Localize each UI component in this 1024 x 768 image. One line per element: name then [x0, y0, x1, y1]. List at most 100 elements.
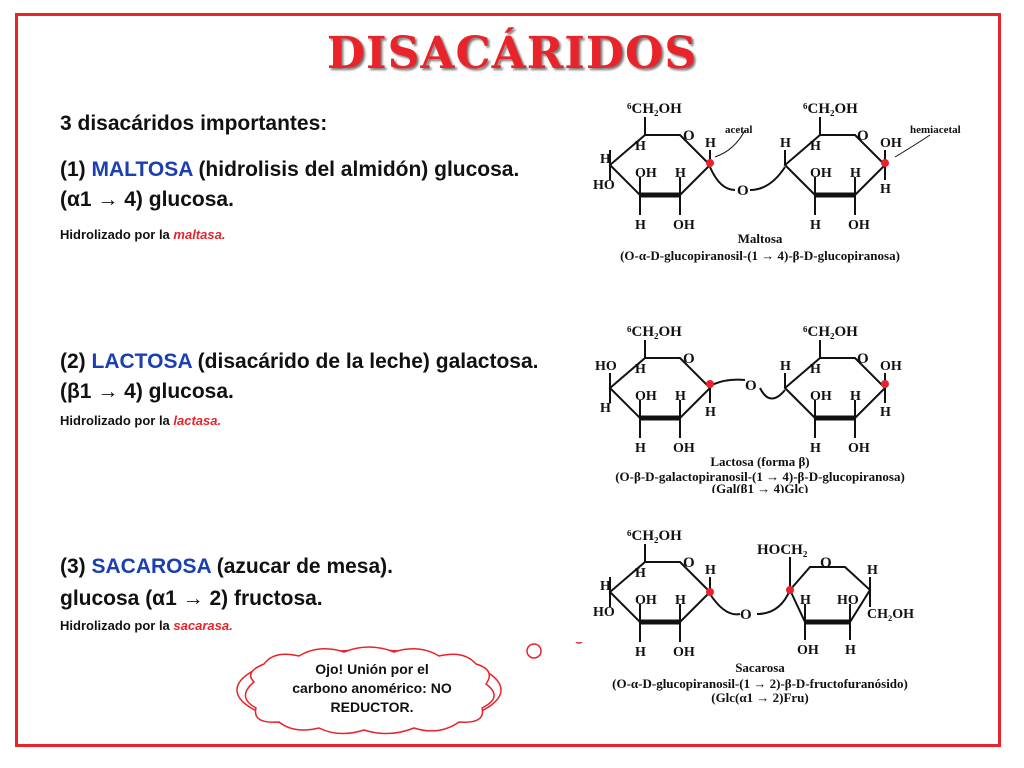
sacarosa-structure: ⁶CH₂OH O O O HOCH₂ H H H HO OH H H OH H …: [593, 528, 914, 705]
svg-text:O: O: [820, 555, 832, 571]
lactosa-enzyme: lactasa.: [173, 413, 222, 428]
svg-text:HO: HO: [593, 605, 615, 620]
svg-text:H: H: [845, 643, 856, 658]
note-line-1: Ojo! Unión por el: [315, 661, 429, 677]
slide-title: DISACÁRIDOS: [326, 28, 698, 79]
slide-frame: [15, 13, 1001, 747]
svg-text:O: O: [745, 378, 757, 394]
maltosa-name: MALTOSA: [91, 158, 193, 181]
svg-text:OH: OH: [673, 441, 695, 456]
sacarosa-desc: (azucar de mesa).: [210, 555, 393, 578]
svg-text:OH: OH: [635, 593, 657, 608]
note-text: Ojo! Unión por el carbono anomérico: NO …: [258, 660, 486, 717]
svg-text:H: H: [705, 405, 716, 420]
svg-text:OH: OH: [848, 441, 870, 456]
svg-text:⁶CH₂OH: ⁶CH₂OH: [803, 101, 858, 117]
svg-text:H: H: [635, 645, 646, 660]
maltosa-hydro: Hidrolizado por la maltasa.: [60, 227, 225, 242]
svg-text:CH₂OH: CH₂OH: [867, 607, 914, 622]
sacarosa-caption-short: (Glc(α1 → 2)Fru): [711, 690, 809, 705]
sacarosa-caption: Sacarosa: [735, 660, 785, 675]
svg-text:H: H: [635, 218, 646, 233]
lactosa-structure: ⁶CH₂OH ⁶CH₂OH O O O HO H H OH H H H OH H…: [595, 324, 905, 493]
svg-text:O: O: [737, 183, 749, 199]
svg-text:H: H: [675, 593, 686, 608]
svg-text:H: H: [705, 136, 716, 151]
lactosa-caption-formula: (O-β-D-galactopiranosil-(1 → 4)-β-D-gluc…: [615, 469, 905, 484]
lactosa-caption-short: (Gal(β1 → 4)Glc): [712, 481, 808, 493]
sacarosa-number: (3): [60, 555, 92, 578]
lactosa-line: (2) LACTOSA (disacárido de la leche) gal…: [60, 350, 538, 374]
lactosa-hydro-prefix: Hidrolizado por la: [60, 413, 174, 428]
svg-text:HOCH₂: HOCH₂: [757, 542, 808, 558]
sacarosa-line: (3) SACAROSA (azucar de mesa).: [60, 555, 393, 579]
svg-text:H: H: [600, 401, 611, 416]
maltosa-structure: ⁶CH₂OH ⁶CH₂OH O O O H H H HO OH H H OH H…: [593, 101, 961, 263]
maltosa-desc: (hidrolisis del almidón) glucosa.: [192, 158, 520, 181]
lactosa-desc: (disacárido de la leche) galactosa.: [191, 350, 539, 373]
maltosa-caption: Maltosa: [738, 231, 783, 246]
svg-text:O: O: [683, 128, 695, 144]
hemiacetal-label: hemiacetal: [910, 124, 961, 136]
svg-text:OH: OH: [810, 389, 832, 404]
svg-text:O: O: [683, 555, 695, 571]
svg-text:H: H: [810, 441, 821, 456]
svg-text:OH: OH: [848, 218, 870, 233]
svg-text:O: O: [857, 351, 869, 367]
svg-text:⁶CH₂OH: ⁶CH₂OH: [627, 324, 682, 340]
svg-text:OH: OH: [635, 166, 657, 181]
svg-text:⁶CH₂OH: ⁶CH₂OH: [803, 324, 858, 340]
svg-text:H: H: [850, 166, 861, 181]
svg-text:H: H: [675, 166, 686, 181]
svg-text:H: H: [850, 389, 861, 404]
lactosa-hydro: Hidrolizado por la lactasa.: [60, 413, 221, 428]
note-line-3: REDUCTOR.: [330, 699, 414, 715]
maltosa-hydro-prefix: Hidrolizado por la: [60, 227, 174, 242]
sacarosa-hydro: Hidrolizado por la sacarasa.: [60, 618, 233, 633]
sacarosa-name: SACAROSA: [91, 555, 211, 578]
maltosa-line: (1) MALTOSA (hidrolisis del almidón) glu…: [60, 158, 519, 182]
sacarosa-caption-formula: (O-α-D-glucopiranosil-(1 → 2)-β-D-fructo…: [612, 676, 908, 691]
svg-text:H: H: [635, 362, 646, 377]
maltosa-caption-formula: (O-α-D-glucopiranosil-(1 → 4)-β-D-glucop…: [620, 248, 900, 263]
note-line-2: carbono anomérico: NO: [292, 680, 452, 696]
svg-text:OH: OH: [797, 643, 819, 658]
svg-text:H: H: [800, 593, 811, 608]
sacarosa-bond: glucosa (α1 → 2) fructosa.: [60, 587, 323, 610]
svg-text:OH: OH: [880, 136, 902, 151]
lactosa-number: (2): [60, 350, 92, 373]
lactosa-name: LACTOSA: [91, 350, 192, 373]
svg-text:H: H: [635, 441, 646, 456]
svg-text:O: O: [683, 351, 695, 367]
svg-text:OH: OH: [673, 218, 695, 233]
svg-text:H: H: [810, 139, 821, 154]
maltosa-number: (1): [60, 158, 92, 181]
svg-text:H: H: [675, 389, 686, 404]
svg-text:⁶CH₂OH: ⁶CH₂OH: [627, 101, 682, 117]
heading: 3 disacáridos importantes:: [60, 112, 328, 135]
svg-text:OH: OH: [673, 645, 695, 660]
svg-text:OH: OH: [810, 166, 832, 181]
sacarosa-enzyme: sacarasa.: [173, 618, 233, 633]
svg-text:H: H: [635, 566, 646, 581]
svg-text:HO: HO: [595, 359, 617, 374]
svg-text:H: H: [867, 563, 878, 578]
svg-text:H: H: [780, 359, 791, 374]
lactosa-caption: Lactosa (forma β): [710, 454, 809, 469]
thought-cloud: [236, 642, 583, 735]
svg-text:HO: HO: [593, 178, 615, 193]
svg-text:H: H: [705, 563, 716, 578]
maltosa-bond: (α1 → 4) glucosa.: [60, 188, 234, 211]
svg-text:H: H: [600, 579, 611, 594]
acetal-label: acetal: [725, 124, 752, 136]
svg-text:H: H: [880, 182, 891, 197]
svg-text:H: H: [635, 139, 646, 154]
svg-text:H: H: [810, 218, 821, 233]
svg-text:OH: OH: [880, 359, 902, 374]
svg-text:H: H: [810, 362, 821, 377]
svg-text:O: O: [740, 607, 752, 623]
svg-text:O: O: [857, 128, 869, 144]
lactosa-bond: (β1 → 4) glucosa.: [60, 380, 234, 403]
maltosa-enzyme: maltasa.: [173, 227, 226, 242]
svg-text:HO: HO: [837, 593, 859, 608]
